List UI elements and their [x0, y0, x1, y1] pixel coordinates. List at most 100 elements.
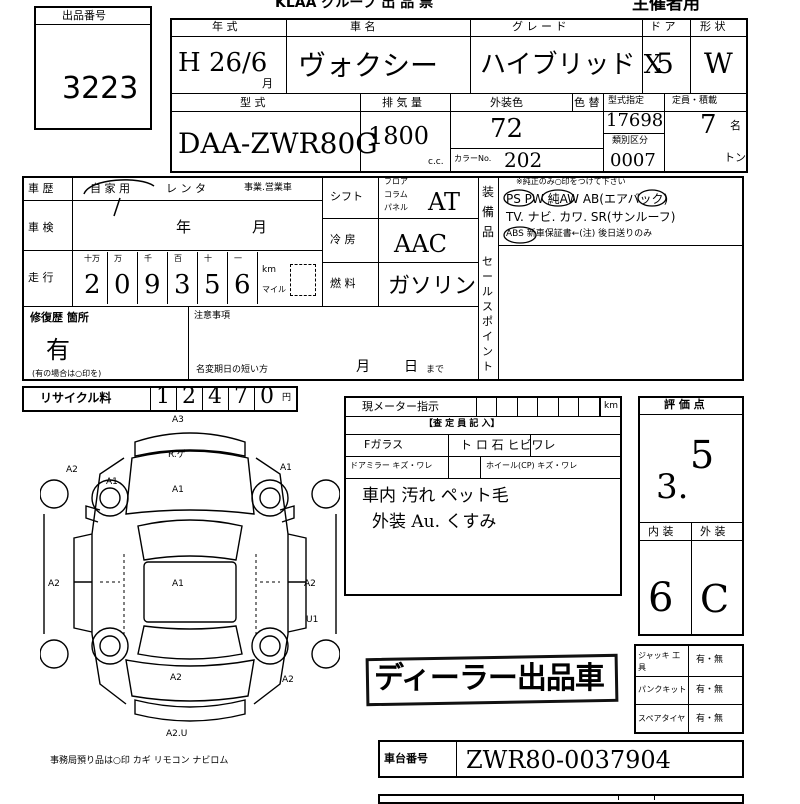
inspection-month-unit: 月 — [252, 218, 268, 236]
ac-label: 冷 房 — [330, 233, 356, 246]
equipment-note: ※純正のみ○印をつけて下さい — [516, 177, 626, 186]
model-label: 型 式 — [240, 96, 266, 109]
mark-a2-fl: A2 — [66, 465, 78, 475]
shape-label: 形 状 — [700, 20, 726, 33]
mileage-label: 走 行 — [28, 271, 54, 284]
mileage-digit-cell — [198, 252, 228, 304]
business-option: 事業.営業車 — [244, 183, 292, 193]
mark-a2-rr: A2 — [282, 675, 294, 685]
fuel-label: 燃 料 — [330, 277, 356, 290]
bottom-table-edge — [378, 794, 744, 804]
lot-number-box — [34, 6, 152, 130]
shift-value: AT — [428, 188, 461, 216]
recycle-yen: 円 — [282, 393, 292, 403]
repair-value: 有 — [46, 336, 70, 364]
meter-digit-cell — [579, 396, 600, 416]
name-label: 車 名 — [350, 20, 376, 33]
mileage-digit: 0 — [114, 270, 131, 300]
category-label: 類別区分 — [612, 136, 649, 146]
mark-a2-right: A2 — [304, 579, 316, 589]
mark-a2-left: A2 — [48, 579, 60, 589]
extra-spare-opts: 有・無 — [696, 714, 724, 724]
mileage-digit-cell — [228, 252, 258, 304]
color-no-label: カラーNo. — [454, 154, 492, 163]
extras-box — [634, 644, 744, 734]
recycle-digit: 0 — [260, 384, 274, 409]
mileage-digit-cell — [168, 252, 198, 304]
score-label: 評 価 点 — [664, 398, 705, 411]
mark-a1-roof: A1 — [172, 579, 184, 589]
grade-label: グ レ ー ド — [512, 20, 567, 33]
extra-puncture-label: パンクキット — [638, 685, 687, 694]
deadline-until: まで — [426, 365, 445, 375]
mileage-digit-cell — [108, 252, 138, 304]
mile-unit: マイル — [262, 285, 286, 294]
person-unit: 名 — [730, 119, 741, 132]
recycle-digit: 1 — [156, 384, 170, 409]
chassis-box — [378, 740, 744, 778]
car-name-value: ヴォクシー — [298, 49, 439, 82]
comment-line1: 車内 汚れ ペット毛 — [362, 486, 509, 506]
interior-label: 内 装 — [648, 525, 674, 538]
mile-checkbox[interactable] — [290, 264, 316, 296]
fglass-opts: ト ロ 石 ヒビワレ — [460, 438, 556, 452]
mileage-digit: 2 — [84, 270, 101, 300]
year-label: 年 式 — [212, 20, 238, 33]
car-damage-diagram — [40, 432, 340, 722]
equipment-row2: TV. ナビ. カワ. SR(サンルーフ) — [506, 210, 676, 224]
recycle-digit: 7 — [234, 384, 248, 409]
capacity-value: 7 — [700, 110, 717, 140]
history-label: 車 歴 — [28, 182, 54, 195]
capacity-label: 定員・積載 — [672, 96, 718, 106]
score-bottom: 3. — [656, 467, 689, 507]
lot-number-label: 出品番号 — [62, 9, 106, 22]
repair-label: 修復歴 箇所 — [30, 311, 89, 324]
color-no-value: 202 — [504, 148, 543, 172]
mileage-digit-label: 千 — [144, 254, 152, 263]
sales-point-label: セールスポイント — [482, 255, 493, 373]
recycle-digit-cell — [150, 388, 176, 410]
year-value: H 26/6 — [178, 48, 268, 78]
lot-number: 3223 — [62, 71, 139, 106]
recycle-digit: 4 — [208, 384, 222, 409]
recycle-digit-cell — [176, 388, 202, 410]
model-value: DAA-ZWR80G — [178, 127, 378, 160]
notes-label: 注意事項 — [194, 311, 231, 321]
year-month-unit: 月 — [262, 77, 273, 90]
doors-value: 5 — [656, 47, 674, 80]
recycle-digit-cell — [228, 388, 254, 410]
exterior-label: 外 装 — [700, 525, 726, 538]
inspector-box — [344, 396, 622, 596]
extra-puncture-opts: 有・無 — [696, 685, 724, 695]
chassis-label: 車台番号 — [384, 752, 428, 765]
mileage-digit: 3 — [174, 270, 191, 300]
inspection-label: 車 検 — [28, 221, 54, 234]
diagram-footer: 事務局預り品は○印 カギ リモコン ナビロム — [50, 756, 229, 766]
mileage-digit-label: 百 — [174, 254, 182, 263]
designation-label: 型式指定 — [608, 96, 645, 106]
ac-value: AAC — [394, 230, 448, 258]
ext-color-label: 外装色 — [490, 96, 523, 109]
meter-label: 現メーター指示 — [362, 400, 439, 413]
designation-value: 17698 — [606, 110, 664, 131]
sponsor-label: 主催者用 — [632, 0, 700, 14]
extra-jack-opts: 有・無 — [696, 655, 724, 665]
chassis-value: ZWR80-0037904 — [466, 746, 671, 774]
equipment-row1: PS PW 純AW AB(エアバック) — [506, 192, 669, 206]
equipment-row3: ABS 新車保証書←(注) 後日送りのみ — [506, 229, 653, 239]
mileage-digit: 6 — [234, 270, 251, 300]
mark-a1-left: A1 — [106, 477, 118, 487]
mileage-digit-label: 十万 — [84, 254, 100, 263]
meter-digit-cell — [517, 396, 539, 416]
displacement-label: 排 気 量 — [382, 96, 422, 109]
inspector-title: 【査 定 員 記 入】 — [424, 419, 500, 429]
km-unit: km — [262, 265, 276, 275]
recycle-digit-cell — [202, 388, 228, 410]
grade-value: ハイブリッド X — [480, 50, 663, 80]
fglass-label: Fガラス — [364, 438, 404, 451]
extra-jack-label: ジャッキ 工 具 — [638, 651, 681, 672]
private-use-option: 自 家 用 — [90, 182, 130, 195]
mark-a2-trunk: A2 — [170, 673, 182, 683]
mileage-digit: 9 — [144, 270, 161, 300]
mileage-digit-label: 一 — [234, 254, 242, 263]
